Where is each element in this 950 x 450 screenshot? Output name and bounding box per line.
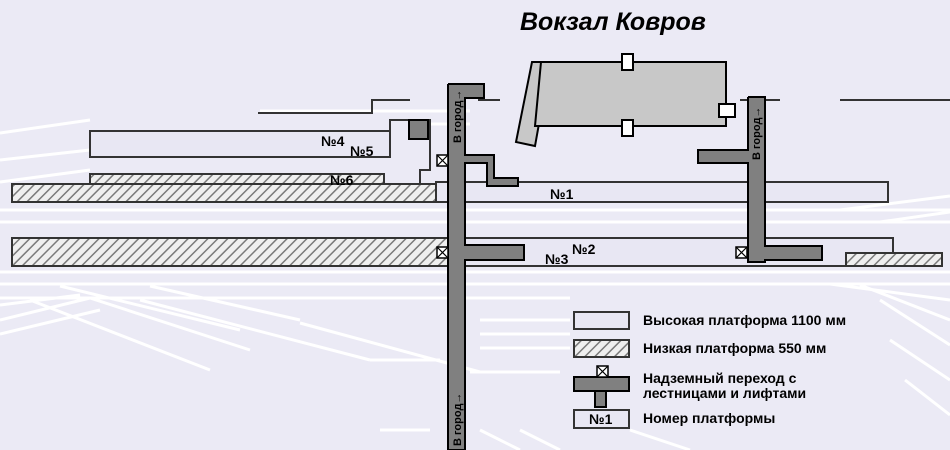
legend [573,311,630,429]
railway-tracks [0,109,950,450]
platform-label-5: №5 [350,143,374,159]
direction-label-right: В город→ [751,107,763,160]
legend-high-platform-text: Высокая платформа 1100 мм [643,312,847,328]
left-overpass-lifts [436,154,449,259]
legend-overpass-text-1: Надземный переход с [643,370,797,386]
station-title: Вокзал Ковров [520,8,706,36]
left-overpass [447,83,525,450]
legend-platform-number-text: Номер платформы [643,410,776,426]
legend-platform-number-swatch [573,409,630,429]
platform-label-4: №4 [321,133,345,149]
platform-4-5 [89,130,391,158]
low-platform-right [845,252,943,267]
platform-label-2: №2 [572,241,596,257]
legend-overpass-swatch [573,365,630,408]
direction-label-top-left: В город→ [452,90,464,143]
right-overpass-lift [735,246,748,259]
legend-low-platform-swatch [573,339,630,358]
platform-label-6: №6 [330,172,354,188]
legend-overpass-text-2: лестницами и лифтами [643,385,807,401]
legend-platform-number-sample: №1 [589,411,613,427]
platform-1 [435,181,889,203]
low-platform-left [11,183,437,203]
legend-low-platform-text: Низкая платформа 550 мм [643,340,827,356]
direction-label-bottom: В город→ [452,393,464,446]
right-overpass [697,96,823,263]
stair-box [408,119,429,140]
platform-label-3: №3 [545,251,569,267]
low-platform-2-3-left [11,237,451,267]
station-building [514,53,736,148]
legend-high-platform-swatch [573,311,630,330]
platform-label-1: №1 [550,186,574,202]
